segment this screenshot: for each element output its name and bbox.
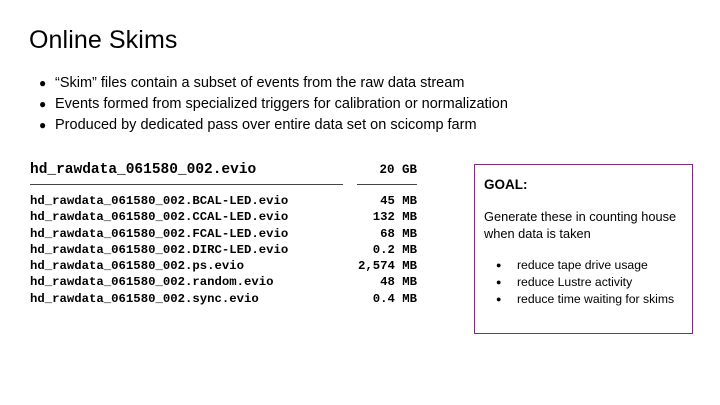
file-size: 2,574 MB	[357, 259, 417, 274]
goal-title: GOAL:	[484, 177, 528, 192]
list-item-label: reduce time waiting for skims	[517, 292, 675, 306]
goal-description: Generate these in counting house when da…	[484, 209, 677, 241]
file-name: hd_rawdata_061580_002.ps.evio	[30, 259, 245, 274]
source-file-size: 20 GB	[379, 163, 417, 177]
page-title: Online Skims	[29, 26, 178, 54]
file-listing-rows: hd_rawdata_061580_002.BCAL-LED.evio 45 M…	[30, 193, 420, 307]
header-divider	[30, 180, 420, 187]
table-row: hd_rawdata_061580_002.DIRC-LED.evio 0.2 …	[30, 242, 420, 258]
list-item: ● reduce Lustre activity	[484, 274, 690, 291]
list-item: ● Events formed from specialized trigger…	[30, 94, 670, 115]
file-name: hd_rawdata_061580_002.random.evio	[30, 275, 274, 290]
file-size: 45 MB	[380, 194, 417, 208]
divider-size-column	[357, 184, 417, 185]
file-size: 0.4 MB	[372, 291, 417, 306]
list-item-label: “Skim” files contain a subset of events …	[55, 75, 465, 91]
bullet-icon: ●	[496, 277, 502, 287]
list-item: ● reduce tape drive usage	[484, 257, 690, 274]
list-item-label: reduce tape drive usage	[517, 258, 648, 272]
file-name: hd_rawdata_061580_002.FCAL-LED.evio	[30, 226, 289, 241]
list-item: ● Produced by dedicated pass over entire…	[30, 115, 670, 136]
goal-callout-box: GOAL: Generate these in counting house w…	[474, 164, 693, 334]
file-size: 0.2 MB	[372, 242, 417, 257]
list-item: ● “Skim” files contain a subset of event…	[30, 73, 670, 94]
bullet-icon: ●	[39, 76, 47, 90]
list-item-label: Produced by dedicated pass over entire d…	[55, 117, 477, 133]
file-listing-header: hd_rawdata_061580_002.evio 20 GB	[30, 160, 420, 180]
bullet-icon: ●	[39, 118, 47, 132]
table-row: hd_rawdata_061580_002.CCAL-LED.evio 132 …	[30, 209, 420, 225]
bullet-icon: ●	[39, 97, 47, 111]
list-item: ● reduce time waiting for skims	[484, 291, 690, 308]
divider-name-column	[30, 184, 343, 185]
file-size: 68 MB	[380, 226, 417, 241]
slide-bullet-list: ● “Skim” files contain a subset of event…	[30, 73, 670, 136]
file-name: hd_rawdata_061580_002.BCAL-LED.evio	[30, 194, 289, 208]
file-name: hd_rawdata_061580_002.sync.evio	[30, 291, 259, 306]
table-row: hd_rawdata_061580_002.ps.evio 2,574 MB	[30, 258, 420, 274]
file-name: hd_rawdata_061580_002.DIRC-LED.evio	[30, 242, 289, 257]
table-row: hd_rawdata_061580_002.sync.evio 0.4 MB	[30, 291, 420, 307]
table-row: hd_rawdata_061580_002.BCAL-LED.evio 45 M…	[30, 193, 420, 209]
file-size: 132 MB	[372, 210, 417, 225]
list-item-label: Events formed from specialized triggers …	[55, 96, 508, 112]
table-row: hd_rawdata_061580_002.FCAL-LED.evio 68 M…	[30, 226, 420, 242]
file-size: 48 MB	[380, 275, 417, 290]
list-item-label: reduce Lustre activity	[517, 275, 633, 289]
bullet-icon: ●	[496, 260, 502, 270]
file-name: hd_rawdata_061580_002.CCAL-LED.evio	[30, 210, 289, 225]
file-listing: hd_rawdata_061580_002.evio 20 GB hd_rawd…	[30, 160, 420, 307]
goal-bullet-list: ● reduce tape drive usage ● reduce Lustr…	[484, 257, 690, 308]
table-row: hd_rawdata_061580_002.random.evio 48 MB	[30, 274, 420, 290]
bullet-icon: ●	[496, 294, 502, 304]
source-file-name: hd_rawdata_061580_002.evio	[30, 162, 257, 178]
